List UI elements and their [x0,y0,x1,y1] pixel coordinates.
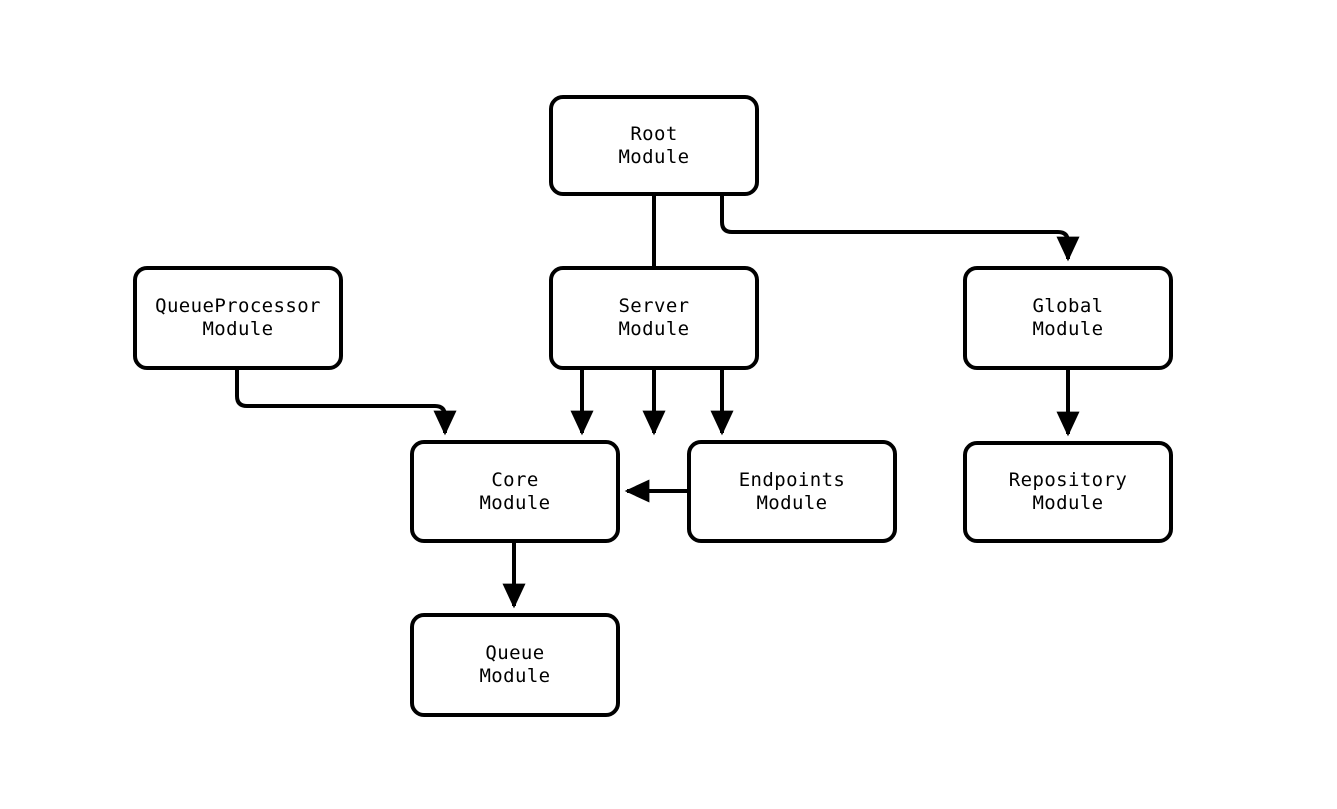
node-server[interactable]: Server Module [549,266,759,370]
edge-queueprocessor-core [235,370,457,436]
node-global-label: Global Module [1032,295,1104,340]
node-repository-label: Repository Module [1008,469,1128,514]
node-repository[interactable]: Repository Module [963,441,1173,543]
node-root-label: Root Module [618,122,690,168]
edge-root-global [720,196,1080,262]
node-queue-label: Queue Module [479,642,551,687]
node-queueprocessor[interactable]: QueueProcessor Module [133,266,343,370]
node-server-label: Server Module [618,295,690,340]
node-global[interactable]: Global Module [963,266,1173,370]
node-queue[interactable]: Queue Module [410,613,620,717]
node-endpoints-label: Endpoints Module [738,468,846,514]
node-endpoints[interactable]: Endpoints Module [687,440,897,543]
node-queueprocessor-label: QueueProcessor Module [155,295,321,340]
node-core[interactable]: Core Module [410,440,620,543]
node-root[interactable]: Root Module [549,95,759,196]
node-core-label: Core Module [479,468,551,514]
